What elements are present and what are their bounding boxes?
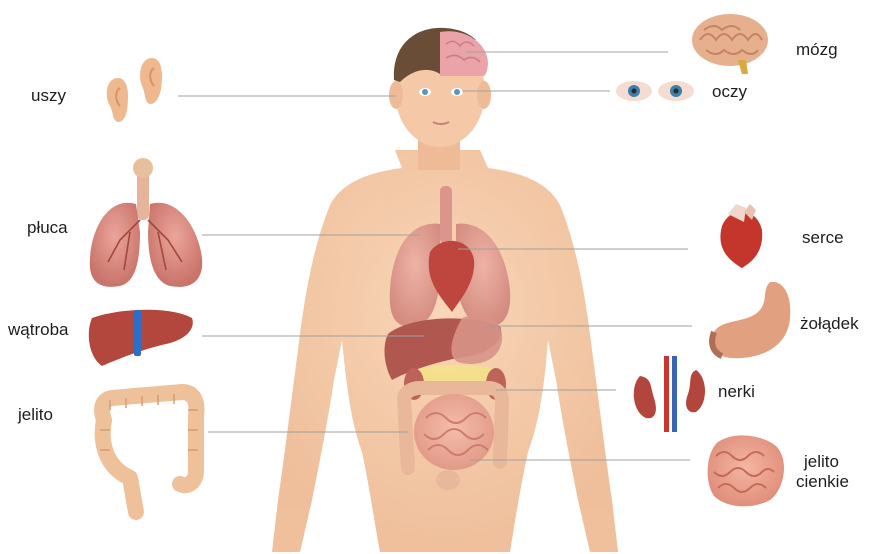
- human-body: [272, 28, 618, 552]
- heart-illustration: [720, 204, 762, 268]
- small-intestine-illustration: [708, 435, 784, 506]
- label-liver: wątroba: [8, 320, 68, 340]
- stomach-illustration: [712, 282, 791, 358]
- intestine-illustration: [100, 392, 198, 512]
- ears-illustration: [107, 58, 162, 122]
- label-small-intestine-line2: cienkie: [796, 472, 849, 492]
- label-small-intestine-line1: jelito: [804, 452, 839, 472]
- head-ear-left: [389, 81, 403, 109]
- label-brain: mózg: [796, 40, 838, 60]
- trachea: [440, 186, 452, 244]
- head-ear-right: [477, 81, 491, 109]
- body-small-intestine: [414, 394, 494, 470]
- label-intestine: jelito: [18, 405, 53, 425]
- label-lungs: płuca: [27, 218, 68, 238]
- kidneys-illustration: [634, 356, 705, 432]
- lungs-illustration: [90, 158, 202, 287]
- eyes-illustration: [616, 81, 694, 101]
- label-eyes: oczy: [712, 82, 747, 102]
- label-kidneys: nerki: [718, 382, 755, 402]
- head-brain: [440, 31, 488, 76]
- label-ears: uszy: [31, 86, 66, 106]
- liver-illustration: [89, 310, 193, 366]
- label-stomach: żołądek: [800, 314, 859, 334]
- brain-illustration: [692, 14, 768, 74]
- label-heart: serce: [802, 228, 844, 248]
